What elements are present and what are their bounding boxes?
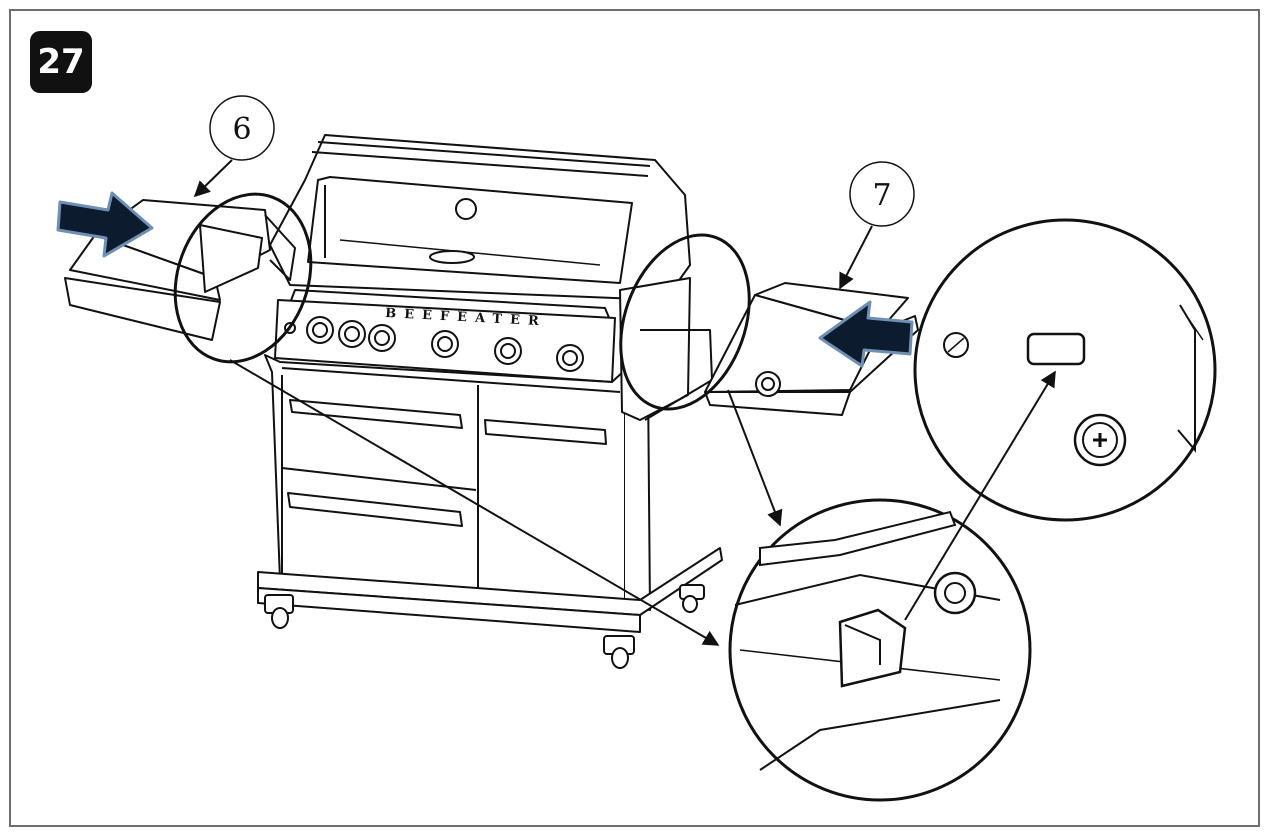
detail-ellipse-right [619, 233, 751, 411]
bbq-grill: BEEFEATER [257, 134, 723, 669]
door-handle-right [484, 419, 607, 445]
callout-6: 6 [193, 95, 275, 198]
step-number-badge: 27 [30, 31, 92, 93]
phillips-screw-icon [1073, 413, 1127, 467]
mounting-slot [1026, 332, 1086, 366]
callout-7: 7 [839, 161, 915, 290]
hook-tab [838, 608, 907, 688]
castor-wheels [264, 584, 705, 669]
drawer-handle [287, 492, 463, 527]
control-knobs [284, 316, 584, 372]
callout-6-label: 6 [232, 112, 251, 147]
detail-circle-slot [913, 218, 1217, 522]
cabinet [264, 354, 626, 606]
callout-7-label: 7 [872, 178, 891, 213]
right-arrow-icon [56, 191, 154, 258]
detail-circle-hook [728, 498, 1032, 802]
detail-ellipse-left [173, 192, 313, 364]
left-arrow-icon [818, 300, 914, 368]
door-handle-left [289, 399, 463, 429]
